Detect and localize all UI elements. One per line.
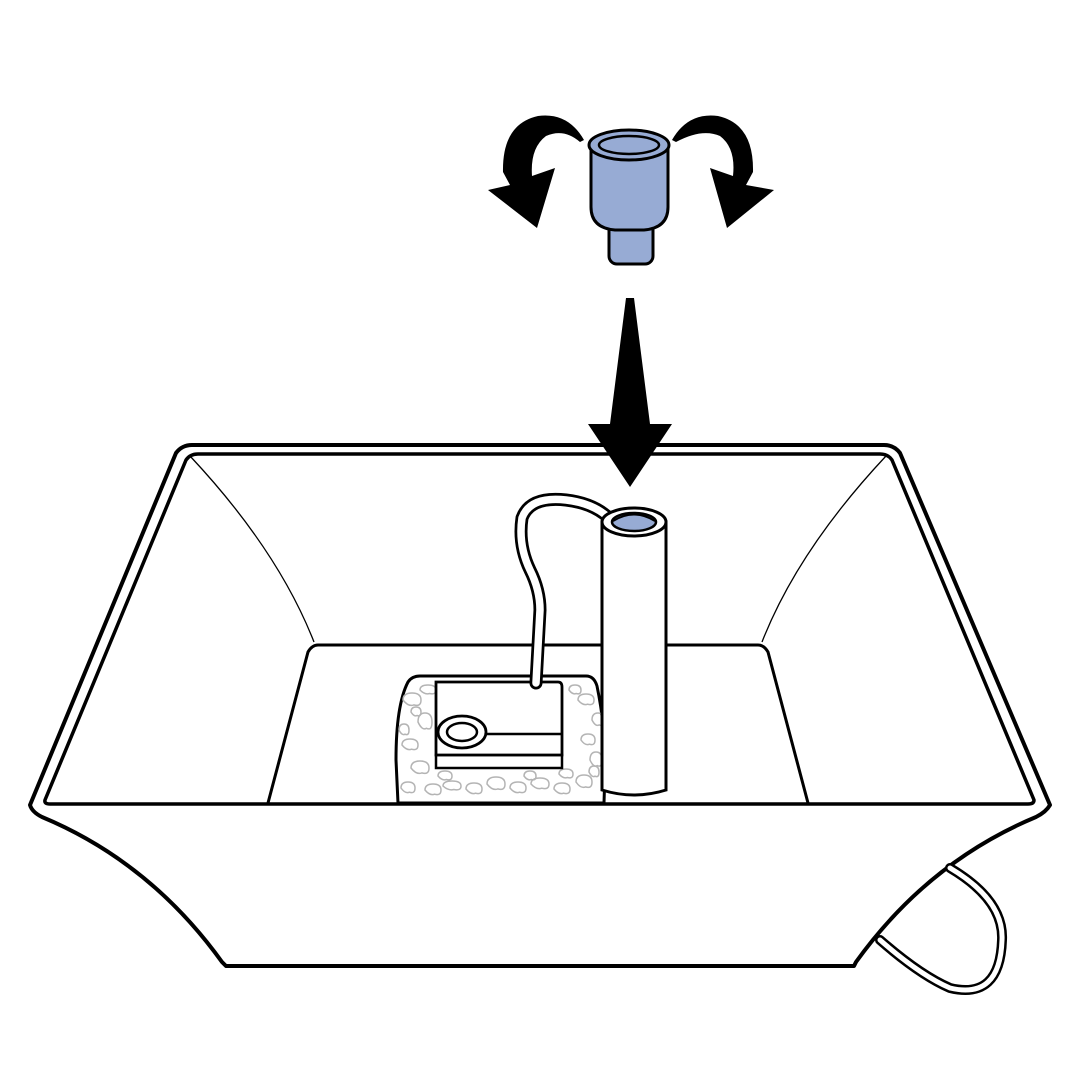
pump-housing-front [434,753,564,770]
stone-24 [398,723,410,736]
riser-tube [600,506,668,797]
twist-arrow-left-icon [488,115,584,228]
stone-13 [575,774,593,789]
riser-tube-inner-back [612,513,656,522]
stone-17 [577,693,595,706]
basin-inner-corner-right [761,455,887,643]
stone-6 [424,783,442,796]
pump-assembly [394,674,607,805]
riser-tube-body [600,520,668,797]
stone-12 [553,782,571,795]
power-cord [875,863,1008,995]
stone-15 [580,733,596,746]
twist-arrow-right-icon [672,115,774,228]
stone-18 [568,684,582,695]
riser-tube-opening [610,511,658,533]
nozzle-cap [587,128,671,266]
insert-arrow [588,298,672,487]
stone-3 [401,738,419,751]
tubing [514,492,623,690]
stone-23 [410,706,422,717]
nozzle-cap-opening [597,134,661,156]
basin-rim [43,452,1036,806]
stone-1 [402,692,422,707]
stone-10 [509,781,527,794]
nozzle-cap-body [589,143,670,232]
stone-9 [486,776,506,791]
pump-outlet-inner [445,721,479,743]
stone-22 [558,768,574,779]
stone-7 [442,780,462,791]
stone-20 [437,770,453,781]
stone-8 [465,782,483,795]
basin-inner-corner-left [189,455,315,643]
stone-21 [523,770,537,781]
stone-4 [410,760,430,775]
stone-5 [400,781,416,794]
stone-25 [588,765,600,778]
